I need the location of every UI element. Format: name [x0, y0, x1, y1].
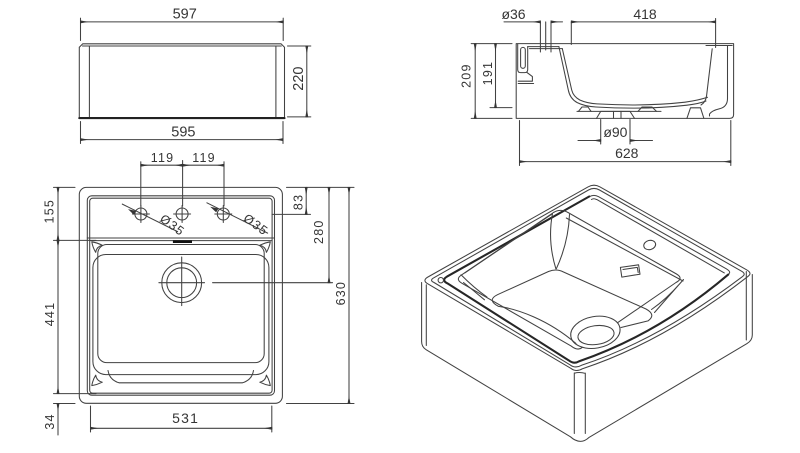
svg-text:83: 83 — [292, 194, 306, 210]
svg-text:418: 418 — [633, 6, 657, 22]
svg-text:628: 628 — [615, 145, 639, 161]
svg-text:531: 531 — [172, 410, 199, 426]
svg-text:595: 595 — [171, 124, 195, 140]
svg-text:191: 191 — [481, 61, 495, 85]
svg-text:Ø35: Ø35 — [157, 212, 187, 239]
svg-text:155: 155 — [42, 199, 56, 223]
svg-text:280: 280 — [312, 219, 326, 243]
svg-text:441: 441 — [43, 302, 57, 326]
svg-text:34: 34 — [43, 413, 57, 429]
svg-text:630: 630 — [334, 281, 348, 305]
svg-text:220: 220 — [291, 66, 307, 90]
svg-text:209: 209 — [460, 63, 474, 87]
svg-text:ø90: ø90 — [603, 124, 627, 140]
svg-text:119: 119 — [151, 151, 175, 165]
svg-text:597: 597 — [173, 7, 197, 23]
svg-text:119: 119 — [192, 151, 216, 165]
svg-text:ø36: ø36 — [501, 6, 525, 22]
svg-text:Ø35: Ø35 — [241, 211, 271, 238]
